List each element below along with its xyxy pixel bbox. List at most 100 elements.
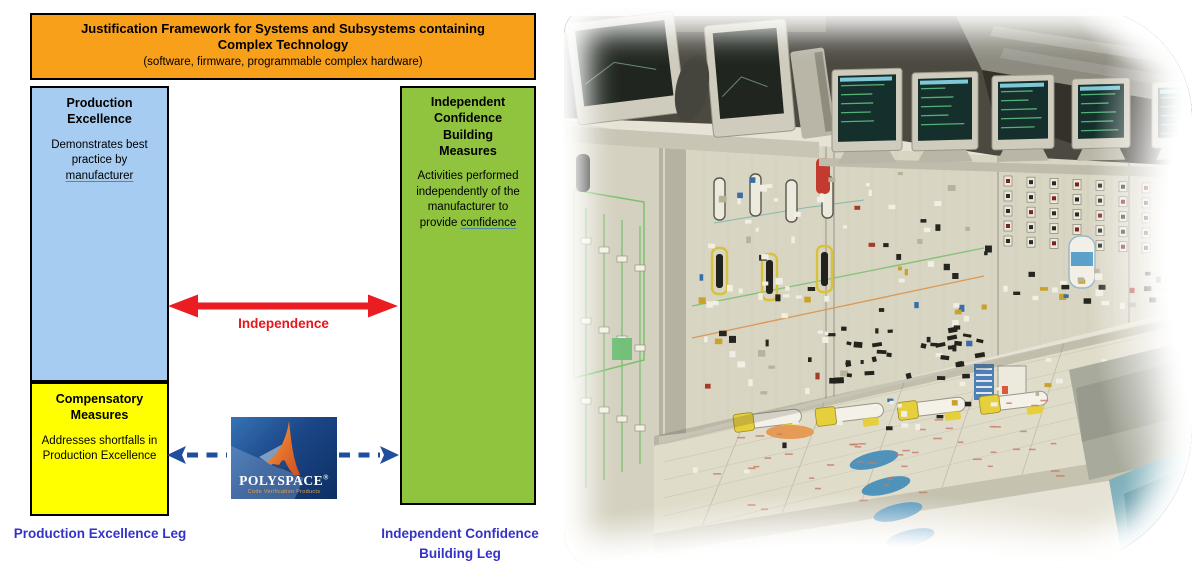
framework-title: Justification Framework for Systems and … <box>81 21 485 53</box>
independence-label: Independence <box>238 316 329 331</box>
desk-control-dot <box>692 467 698 473</box>
panel-control-dot <box>927 261 934 267</box>
desk-lever <box>887 329 893 334</box>
production-excellence-title: Production Excellence <box>66 96 133 127</box>
desk-lever <box>841 326 847 331</box>
panel-control-dot <box>748 379 753 387</box>
desk-annotation <box>814 487 821 490</box>
desk-control-dot <box>1044 383 1052 388</box>
desk-annotation <box>849 443 858 446</box>
desk-lever <box>853 341 863 348</box>
panel-control-dot <box>1156 276 1161 283</box>
desk-lever <box>829 377 836 384</box>
desk-lever <box>946 334 958 341</box>
crt-monitor-side <box>790 47 836 139</box>
panel-control-dot <box>898 278 905 283</box>
panel-control-dot <box>934 201 942 206</box>
desk-annotation <box>902 449 910 452</box>
panel-control-dot <box>718 195 727 203</box>
desk-control-dot <box>936 414 944 419</box>
panel-control-dot <box>943 263 950 271</box>
panel-control-dot <box>954 309 962 315</box>
panel-control-dot <box>1077 277 1085 283</box>
desk-control-dot <box>951 400 958 406</box>
desk-annotation <box>737 436 746 439</box>
desk-controls <box>692 326 1107 548</box>
panel-control-dot <box>1153 291 1160 298</box>
yellow-slider <box>814 402 884 427</box>
desk-lever <box>846 373 853 378</box>
polyspace-logo: POLYSPACE® Code Verification Products <box>231 417 337 499</box>
panel-control-dot <box>920 219 927 223</box>
panel-control-dot <box>1094 268 1100 273</box>
desk-annotation <box>1020 430 1027 433</box>
panel-control-dot <box>815 372 820 380</box>
desk-control-dot <box>889 400 894 405</box>
panel-control-dot <box>699 274 704 281</box>
panel-control-dot <box>714 338 723 345</box>
panel-control-dot <box>840 370 849 377</box>
panel-control-dot <box>1052 287 1058 293</box>
desk-annotation <box>901 465 908 468</box>
independent-confidence-box: Independent Confidence Building Measures… <box>400 86 536 505</box>
panel-control-dot <box>1127 302 1136 307</box>
monitors-left <box>564 10 836 158</box>
desk-annotation <box>854 445 862 448</box>
desk-annotation <box>1050 442 1057 445</box>
panel-control-dot <box>897 266 902 271</box>
desk-annotation <box>993 426 1001 428</box>
panel-control-dot <box>761 254 769 260</box>
panel-control-dot <box>965 226 970 231</box>
panel-control-dot <box>729 335 736 343</box>
desk-annotation <box>918 491 928 494</box>
crt-monitor-small <box>911 70 979 163</box>
panel-control-dot <box>981 304 987 310</box>
registered-mark: ® <box>323 473 329 482</box>
panel-control-dot <box>824 295 830 302</box>
panel-control-dot <box>781 313 788 319</box>
desk-annotation <box>859 499 868 502</box>
blue-pill <box>861 476 911 496</box>
desk-annotation <box>957 441 964 444</box>
desk-lever <box>935 341 946 348</box>
desk-lever <box>936 376 946 381</box>
panel-control-dot <box>985 245 992 253</box>
desk-annotation <box>989 425 995 428</box>
desk-annotation <box>755 435 765 437</box>
desk-annotation <box>934 419 944 421</box>
panel-control-dot <box>897 172 903 176</box>
matlab-flame-icon <box>259 421 301 475</box>
polyspace-brand: POLYSPACE® <box>239 473 329 488</box>
framework-header-box: Justification Framework for Systems and … <box>30 13 536 80</box>
desk-annotation <box>1040 399 1049 402</box>
panel-control-dot <box>1119 302 1125 310</box>
panel-control-dot <box>773 198 779 202</box>
pillar <box>659 136 686 436</box>
desk-annotation <box>747 504 756 506</box>
panel-control-dot <box>804 296 811 303</box>
panel-control-dot <box>765 339 769 347</box>
panel-control-dot <box>842 225 847 229</box>
panel-control-dot <box>820 193 824 200</box>
junction-shadow <box>654 314 1192 446</box>
control-room-photo <box>564 8 1192 568</box>
desk-lever <box>846 341 852 346</box>
orange-pill <box>766 425 814 439</box>
panel-control-dot <box>1159 292 1166 297</box>
desk-control-dot <box>782 442 787 449</box>
desk-annotation <box>858 443 866 445</box>
panel-control-dot <box>1032 295 1039 301</box>
production-excellence-body: Demonstrates best practice by manufactur… <box>32 128 167 185</box>
panel-control-dot <box>762 281 769 286</box>
desk-annotation <box>887 478 893 480</box>
desk-lever <box>962 333 972 338</box>
panel-control-dot <box>712 300 719 306</box>
desk-annotation <box>760 508 768 511</box>
manufacturer-link[interactable]: manufacturer <box>65 169 134 182</box>
panel-control-dot <box>952 273 959 279</box>
confidence-link[interactable]: confidence <box>460 216 517 229</box>
desk-lever <box>845 360 851 365</box>
desk-annotation <box>776 433 783 435</box>
desk-annotation <box>713 473 722 475</box>
desk-annotation <box>784 453 793 455</box>
